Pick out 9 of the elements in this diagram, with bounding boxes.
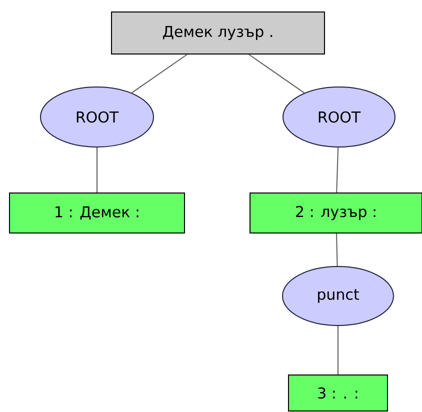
tree-edge [96,147,98,193]
token-box: 2 : лузър : [250,192,422,234]
sentence-box: Демек лузър . [111,12,325,54]
tree-edge [131,54,188,94]
tree-edge [248,54,305,94]
token-box: 1 : Демек : [9,192,185,234]
tree-edge [336,147,339,193]
token-box: 3 : . : [288,374,388,412]
tree-edge [336,233,338,266]
